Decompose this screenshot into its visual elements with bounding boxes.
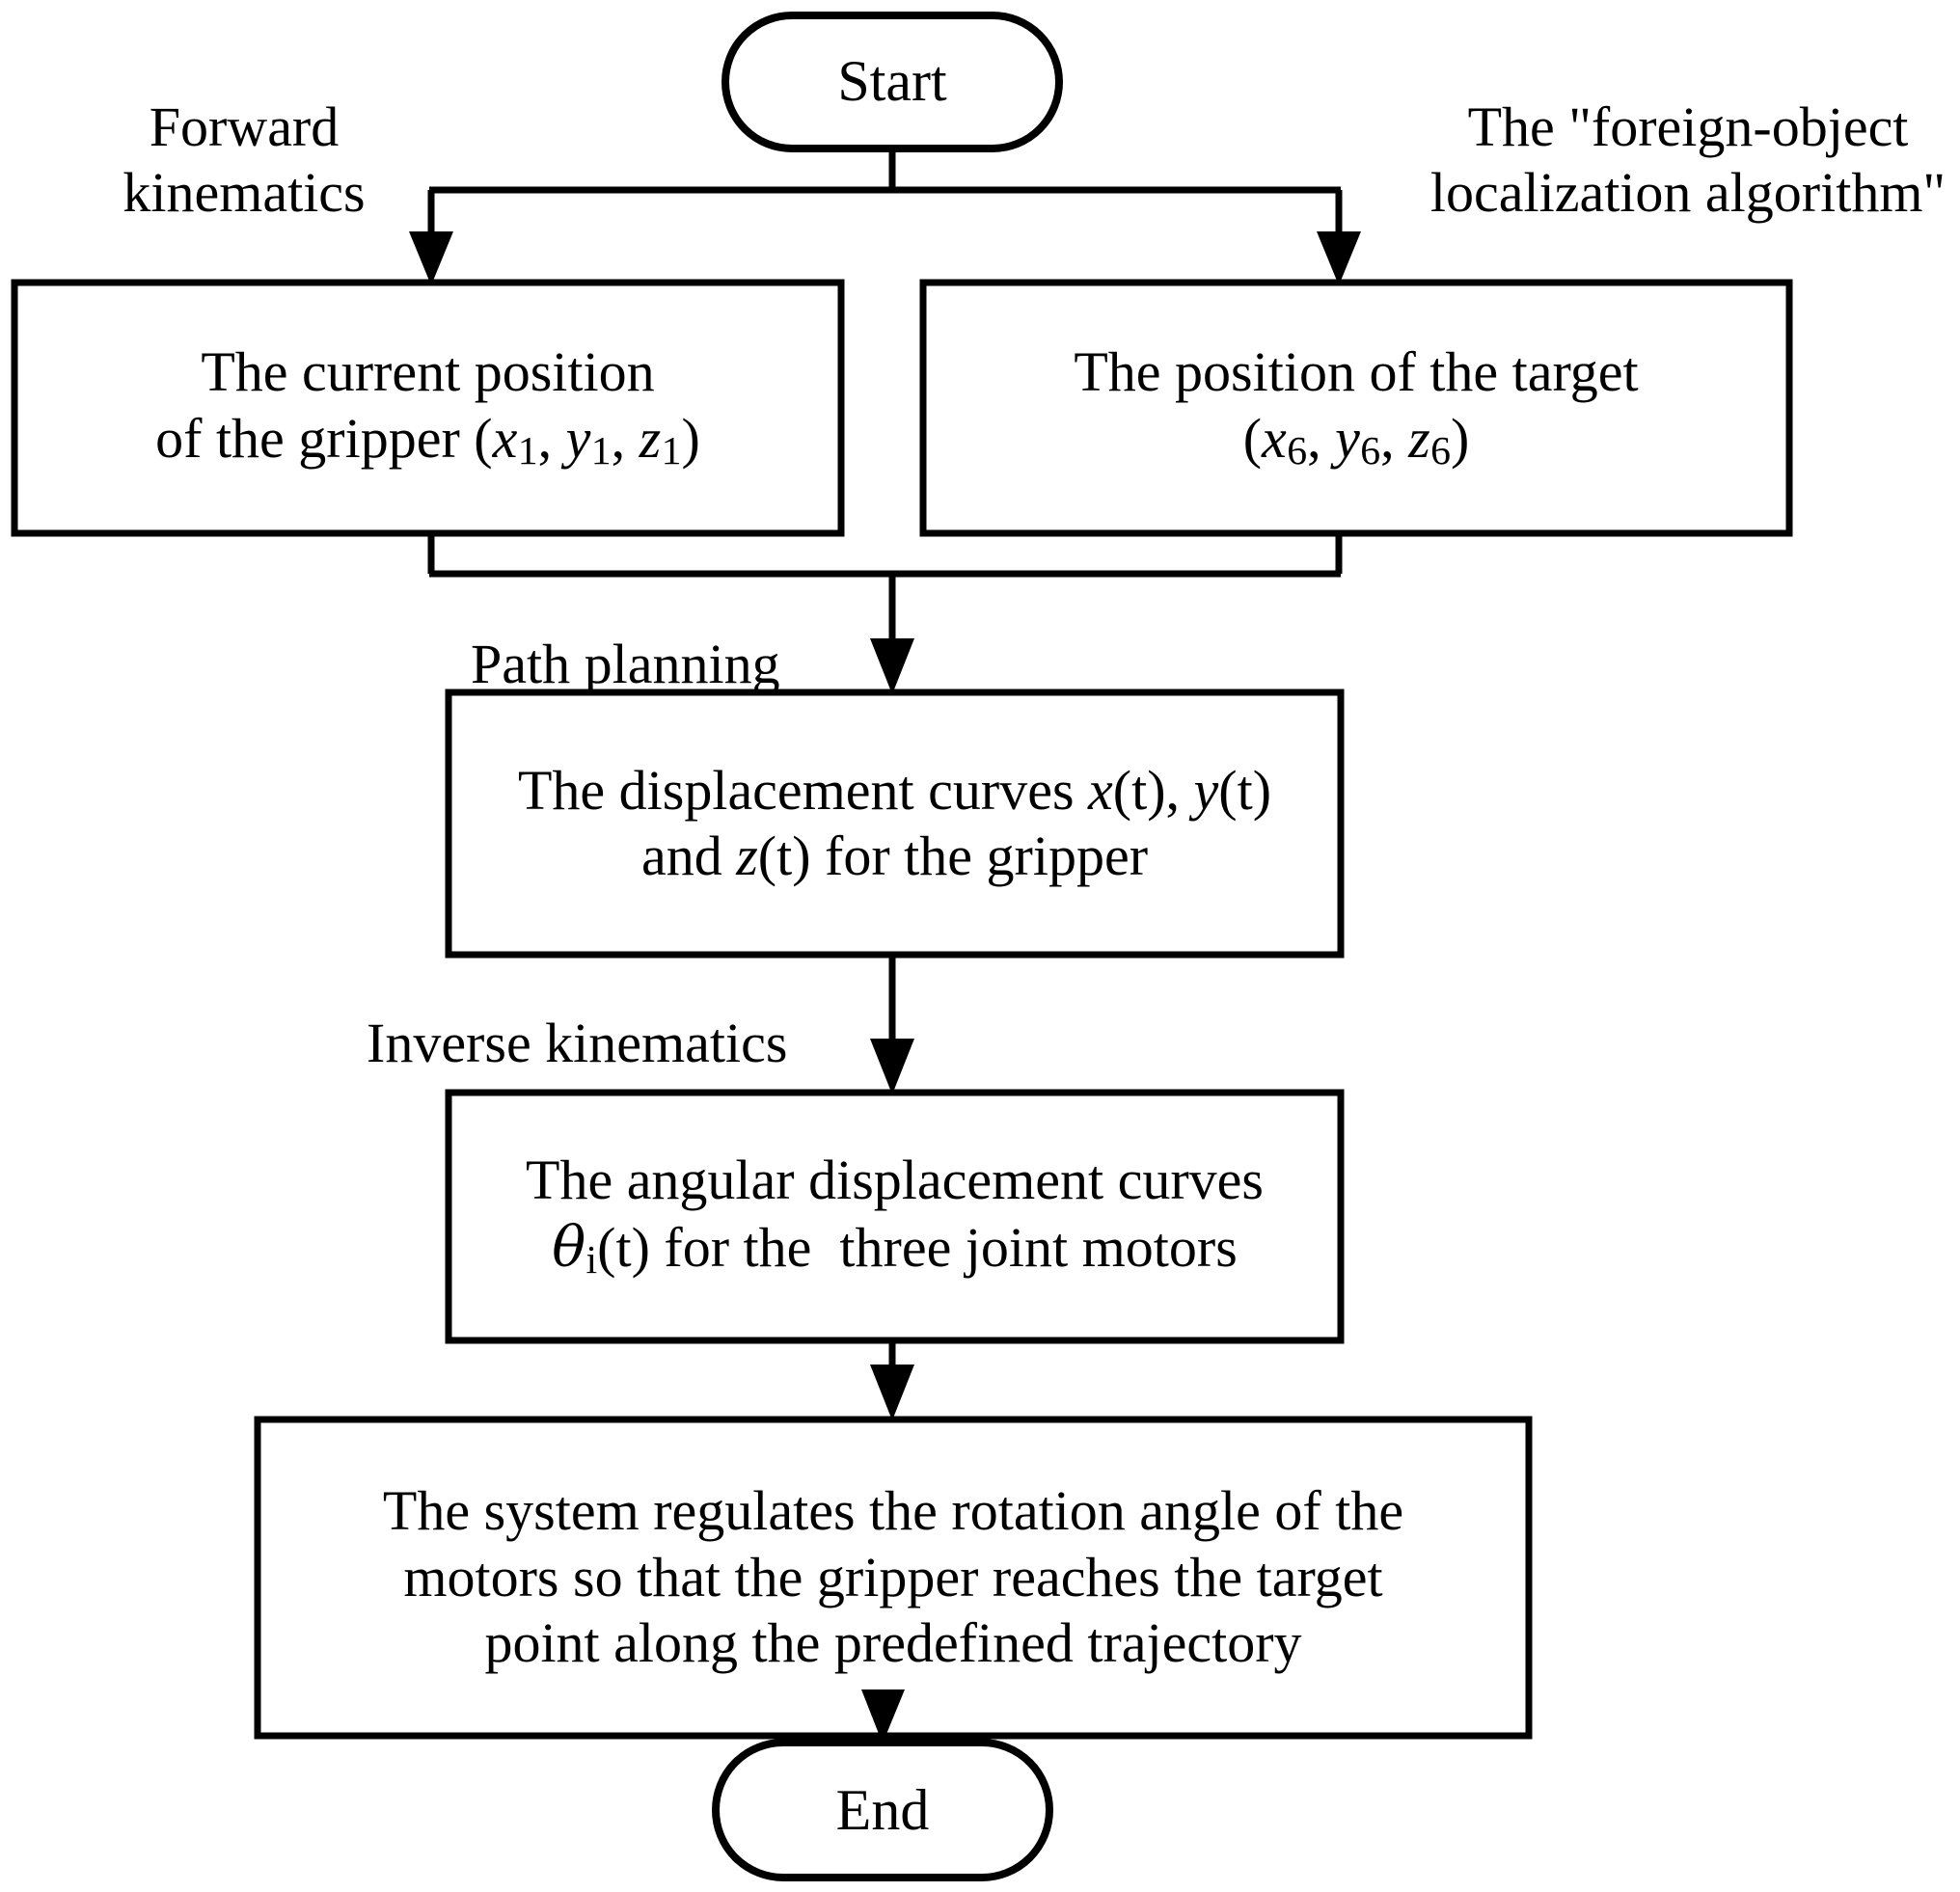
current-position-line2: of the gripper (x1, y1, z1) <box>155 406 700 476</box>
var-x-of-t: x <box>1088 758 1113 822</box>
var-z-of-t: z <box>736 824 758 887</box>
edge-label-forward-kinematics: Forward kinematics <box>85 95 403 227</box>
var-y6: y <box>1335 406 1360 470</box>
displacement-prefix: The displacement curves <box>517 758 1089 822</box>
end-node-shape[interactable] <box>712 1739 1053 1881</box>
var-y-of-t: y <box>1193 758 1219 822</box>
angular-curves-node-shape[interactable] <box>445 1089 1345 1344</box>
start-node-label[interactable]: Start <box>723 13 1061 149</box>
angular-curves-node-label[interactable]: The angular displacement curves θi(t) fo… <box>449 1093 1341 1340</box>
end-label-text: End <box>835 1778 930 1843</box>
system-line1: The system regulates the rotation angle … <box>382 1479 1404 1543</box>
theta-subscript-i: i <box>585 1238 598 1284</box>
paren-z-t: (t) <box>757 824 811 887</box>
arrow-to-displacement-curves <box>870 638 914 694</box>
target-position-line2: (x6, y6, z6) <box>1243 406 1470 476</box>
system-line3: point along the predefined trajectory <box>484 1611 1302 1675</box>
edge-label-inverse-kinematics: Inverse kinematics <box>367 1012 788 1074</box>
system-regulates-node-shape[interactable] <box>254 1416 1533 1740</box>
sub-y1: 1 <box>590 429 612 474</box>
displacement-curves-node-label[interactable]: The displacement curves x(t), y(t) and z… <box>449 692 1341 955</box>
edge-label-foreign-object-localization: The "foreign-object localization algorit… <box>1418 95 1958 227</box>
target-position-line1: The position of the target <box>1074 340 1639 404</box>
var-z1: z <box>639 406 662 470</box>
current-position-node-label[interactable]: The current position of the gripper (x1,… <box>14 283 841 533</box>
target-position-prefix: ( <box>1242 406 1263 470</box>
displacement-line2: and z(t) for the gripper <box>641 824 1148 889</box>
sep-1b: , <box>611 406 640 470</box>
displacement-line1: The displacement curves x(t), y(t) <box>518 758 1271 824</box>
angular-line2: θi(t) for the three joint motors <box>552 1214 1238 1285</box>
system-line2: motors so that the gripper reaches the t… <box>403 1545 1383 1608</box>
sub-y6: 6 <box>1360 429 1381 474</box>
current-position-line1: The current position <box>201 340 655 404</box>
system-regulates-node-label[interactable]: The system regulates the rotation angle … <box>258 1419 1529 1736</box>
angular-line1: The angular displacement curves <box>526 1149 1264 1212</box>
paren-y-t: (t) <box>1218 758 1272 822</box>
foreign-object-line2: localization algorithm" <box>1429 161 1946 225</box>
var-x1: x <box>492 406 518 470</box>
arrow-to-system-regulates <box>870 1365 914 1420</box>
arrow-to-angular-curves <box>870 1039 914 1095</box>
sep-6a: , <box>1307 406 1336 470</box>
forward-kinematics-line2: kinematics <box>122 161 366 225</box>
foreign-object-line1: The "foreign-object <box>1467 95 1909 158</box>
end-node-label[interactable]: End <box>714 1741 1051 1880</box>
current-position-suffix: ) <box>681 406 700 470</box>
sep-6b: , <box>1380 406 1409 470</box>
displacement-comma: , <box>1165 758 1194 822</box>
target-position-node-label[interactable]: The position of the target (x6, y6, z6) <box>923 283 1789 533</box>
sub-z6: 6 <box>1430 429 1451 474</box>
paren-x-t: (t) <box>1112 758 1166 822</box>
forward-kinematics-line1: Forward <box>149 95 340 158</box>
displacement-tail: for the gripper <box>810 824 1149 887</box>
start-node-shape[interactable] <box>721 12 1063 152</box>
sub-x6: 6 <box>1287 429 1308 474</box>
arrow-to-target-position <box>1317 231 1361 285</box>
paren-theta-t: (t) <box>597 1215 650 1279</box>
angular-tail: for the three joint motors <box>649 1215 1238 1279</box>
start-label-text: Start <box>837 48 947 113</box>
target-position-node-shape[interactable] <box>919 279 1793 537</box>
displacement-curves-node-shape[interactable] <box>445 689 1345 959</box>
current-position-prefix: of the gripper ( <box>155 406 493 470</box>
sep-1a: , <box>537 406 566 470</box>
var-y1: y <box>565 406 591 470</box>
arrow-to-end <box>861 1689 905 1743</box>
arrow-to-current-position <box>409 231 453 285</box>
sub-z1: 1 <box>661 429 682 474</box>
displacement-and: and <box>640 824 737 887</box>
target-position-suffix: ) <box>1450 406 1470 470</box>
var-x6: x <box>1262 406 1287 470</box>
current-position-node-shape[interactable] <box>11 279 845 537</box>
theta-symbol: θ <box>552 1213 586 1280</box>
sub-x1: 1 <box>517 429 538 474</box>
var-z6: z <box>1408 406 1430 470</box>
edge-label-path-planning: Path planning <box>471 633 780 695</box>
